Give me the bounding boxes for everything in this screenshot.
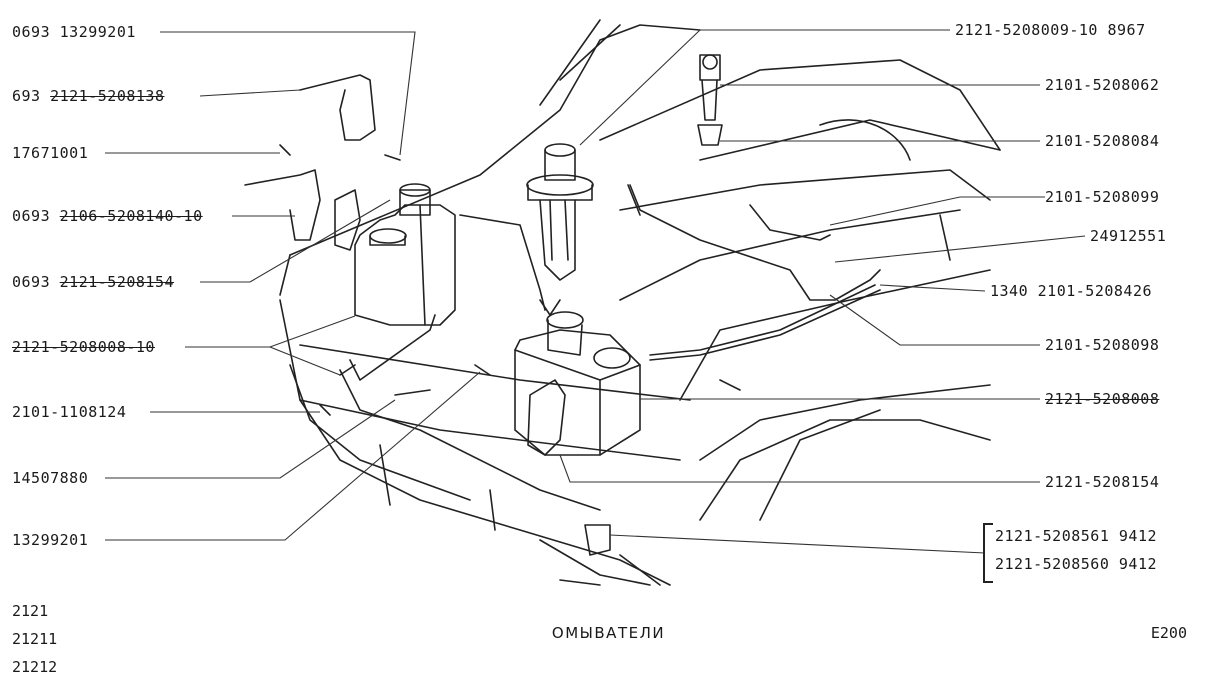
pump bbox=[459, 143, 594, 316]
part-prefix: 0693 bbox=[12, 273, 51, 291]
part-label-left-6: 2121-5208008-10 bbox=[12, 338, 155, 356]
part-number: 13299201 bbox=[12, 531, 89, 549]
part-number: 2121-5208138 bbox=[50, 87, 165, 105]
part-label-right-3: 2101-5208084 bbox=[1045, 132, 1159, 150]
part-number: 17671001 bbox=[12, 144, 89, 162]
part-number: 2101-1108124 bbox=[12, 403, 127, 421]
nozzle bbox=[697, 54, 723, 146]
part-label-left-3: 17671001 bbox=[12, 144, 88, 162]
model-item: 21211 bbox=[12, 630, 58, 648]
model-item: 21212 bbox=[12, 658, 58, 676]
part-label-left-2: 693 2121-5208138 bbox=[12, 87, 165, 105]
part-label-left-8: 14507880 bbox=[12, 469, 88, 487]
part-number: 2101-5208098 bbox=[1045, 336, 1160, 354]
part-label-right-5: 24912551 bbox=[1090, 227, 1166, 245]
part-number: 2101-5208084 bbox=[1045, 132, 1160, 150]
part-prefix: 0693 bbox=[12, 207, 51, 225]
hoses bbox=[339, 184, 881, 511]
part-number: 2101-5208062 bbox=[1045, 76, 1160, 94]
part-prefix: 0693 bbox=[12, 23, 51, 41]
left-reservoir bbox=[354, 183, 456, 326]
part-label-right-4: 2101-5208099 bbox=[1045, 188, 1159, 206]
part-number: 2121-5208154 bbox=[1045, 473, 1160, 491]
part-number: 14507880 bbox=[12, 469, 89, 487]
brackets bbox=[244, 74, 611, 556]
part-label-right-8: 2121-5208008 bbox=[1045, 390, 1159, 408]
part-number: 2121-5208008 bbox=[1045, 390, 1160, 408]
page-title: ОМЫВАТЕЛИ bbox=[551, 624, 666, 642]
part-number: 2121-5208154 bbox=[59, 273, 175, 291]
part-number: 2121-5208560 9412 bbox=[995, 555, 1158, 573]
part-label-right-7: 2101-5208098 bbox=[1045, 336, 1159, 354]
part-number: 2121-5208009-10 8967 bbox=[955, 21, 1146, 39]
part-label-right-2: 2101-5208062 bbox=[1045, 76, 1159, 94]
leader-lines bbox=[105, 29, 1086, 554]
model-item: 2121 bbox=[12, 602, 49, 620]
part-number: 2121-5208561 9412 bbox=[995, 527, 1158, 545]
part-number: 2101-5208099 bbox=[1045, 188, 1160, 206]
part-number: 2106-5208140-10 bbox=[59, 207, 203, 225]
part-number: 13299201 bbox=[59, 23, 136, 41]
car-body-outline bbox=[279, 19, 1001, 586]
model-list: 2121 21211 21212 bbox=[12, 597, 57, 681]
group-bracket bbox=[983, 523, 993, 583]
part-number: 24912551 bbox=[1090, 227, 1167, 245]
part-label-right-11: 2121-5208560 9412 bbox=[995, 555, 1157, 573]
part-number: 1340 2101-5208426 bbox=[990, 282, 1153, 300]
part-label-left-1: 0693 13299201 bbox=[12, 23, 136, 41]
part-label-left-4: 0693 2106-5208140-10 bbox=[12, 207, 203, 225]
part-prefix: 693 bbox=[12, 87, 41, 105]
part-label-right-6: 1340 2101-5208426 bbox=[990, 282, 1152, 300]
part-label-right-9: 2121-5208154 bbox=[1045, 473, 1159, 491]
page-id: E200 bbox=[1150, 624, 1187, 642]
right-reservoir bbox=[514, 311, 641, 456]
part-label-right-10: 2121-5208561 9412 bbox=[995, 527, 1157, 545]
part-label-left-7: 2101-1108124 bbox=[12, 403, 126, 421]
part-label-left-9: 13299201 bbox=[12, 531, 88, 549]
part-label-left-5: 0693 2121-5208154 bbox=[12, 273, 174, 291]
part-number: 2121-5208008-10 bbox=[12, 338, 155, 356]
part-label-right-1: 2121-5208009-10 8967 bbox=[955, 21, 1146, 39]
